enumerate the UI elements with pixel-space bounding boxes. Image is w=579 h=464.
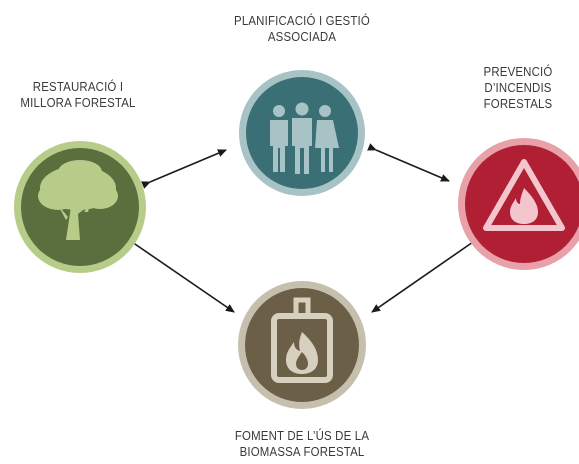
node-prevention [458, 138, 579, 270]
label-biomass-line1: FOMENT DE L’ÚS DE LA [234, 428, 370, 443]
label-restoration-line1: RESTAURACIÓ I [32, 79, 124, 94]
label-restoration-line2: MILLORA FORESTAL [20, 95, 136, 110]
label-prevention-line1: PREVENCIÓ [483, 64, 553, 79]
label-prevention-line2: D’INCENDIS [484, 80, 552, 95]
label-biomass: FOMENT DE L’ÚS DE LA BIOMASSA FORESTAL [223, 428, 381, 460]
stove-flame-icon [271, 297, 333, 383]
arrow-restoration-planning [141, 149, 227, 189]
node-biomass [238, 281, 366, 409]
label-planning-line2: ASSOCIADA [267, 29, 337, 44]
tree-icon [38, 160, 118, 240]
arrow-prevention-biomass [371, 241, 474, 313]
node-restoration [14, 141, 146, 273]
label-restoration: RESTAURACIÓ I MILLORA FORESTAL [16, 79, 139, 111]
node-planning [239, 70, 365, 196]
label-planning-line1: PLANIFICACIÓ I GESTIÓ [234, 13, 370, 28]
label-prevention: PREVENCIÓ D’INCENDIS FORESTALS [470, 64, 567, 112]
label-biomass-line2: BIOMASSA FORESTAL [239, 444, 365, 459]
people-icon [270, 102, 339, 174]
arrow-restoration-biomass [131, 241, 235, 313]
label-planning: PLANIFICACIÓ I GESTIÓ ASSOCIADA [232, 13, 373, 45]
fire-warning-icon [483, 159, 565, 231]
arrow-planning-prevention [367, 143, 450, 182]
label-prevention-line3: FORESTALS [483, 96, 553, 111]
